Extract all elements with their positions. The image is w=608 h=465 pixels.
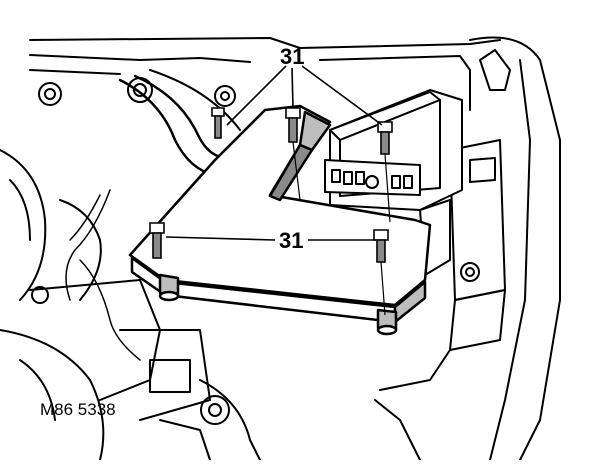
bolt-c xyxy=(377,121,393,155)
rear-housing xyxy=(324,89,463,276)
bolt-a xyxy=(211,107,225,139)
engine-bay-background xyxy=(0,36,561,461)
bolt-e xyxy=(373,229,389,263)
bolt-d xyxy=(149,222,165,259)
callout-middle-31: 31 xyxy=(279,228,303,253)
bolts xyxy=(149,107,393,263)
bolt-b xyxy=(285,107,301,143)
cover-panel xyxy=(128,104,432,336)
leader-lines xyxy=(165,65,391,316)
callout-top-31: 31 xyxy=(280,44,304,69)
figure-reference-code: M86 5338 xyxy=(40,400,116,419)
